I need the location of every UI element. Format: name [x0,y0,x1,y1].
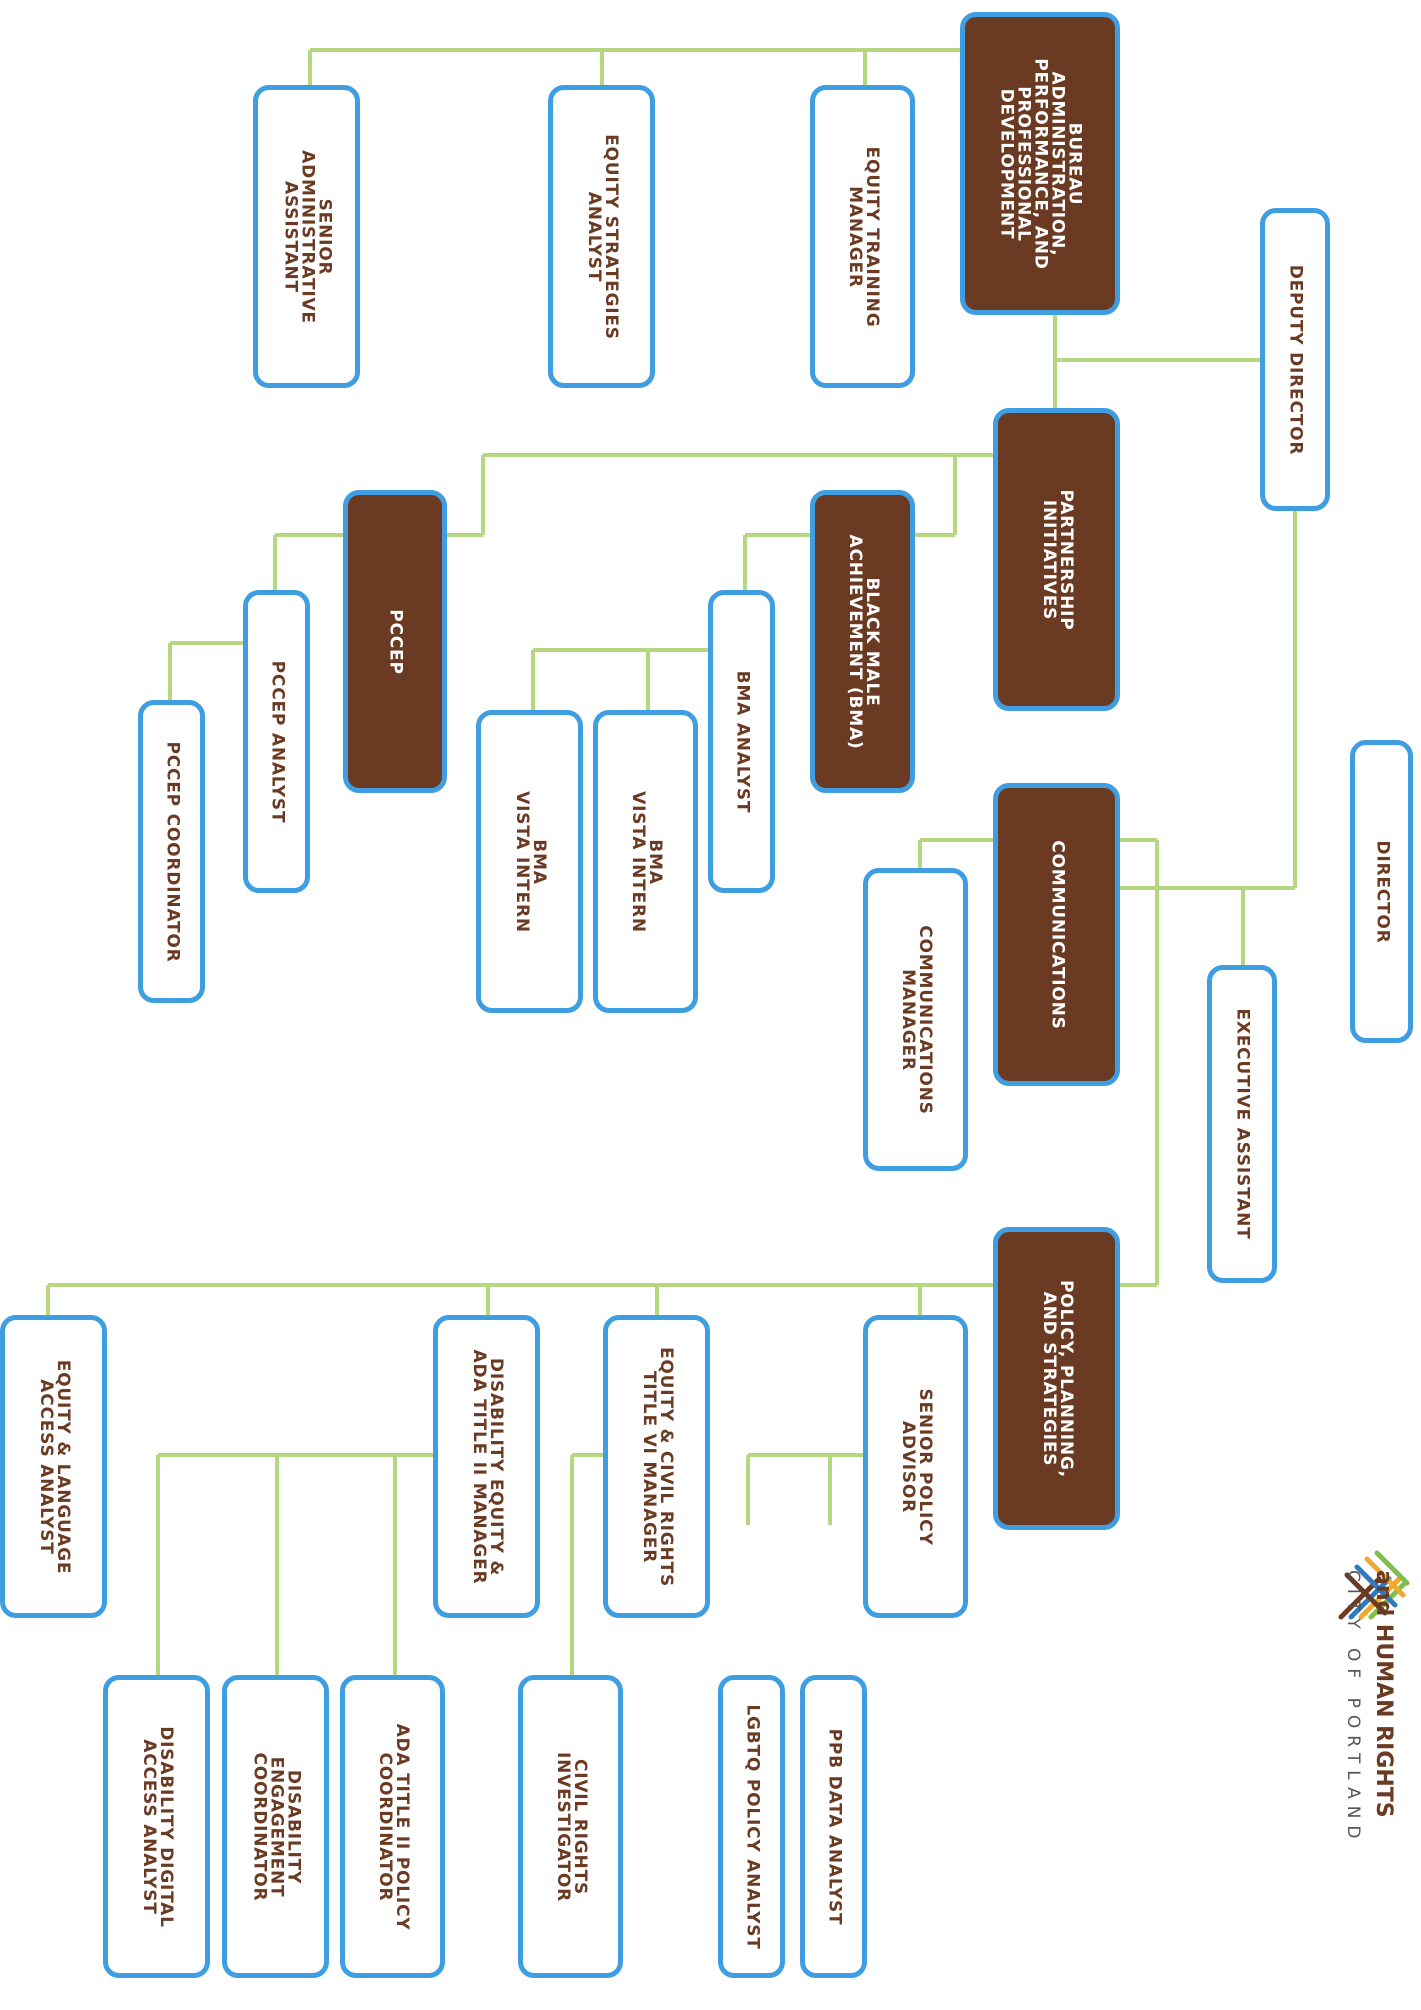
org-box-communications-manager[interactable]: COMMUNICATIONS MANAGER [863,868,968,1171]
org-box-disability-ada-manager-label: DISABILITY EQUITY & ADA TITLE II MANAGER [468,1349,506,1584]
org-box-ppb-data-analyst-label: PPB DATA ANALYST [824,1728,844,1925]
org-box-disability-ada-manager[interactable]: DISABILITY EQUITY & ADA TITLE II MANAGER [433,1315,540,1618]
org-box-senior-policy-advisor-label: SENIOR POLICY ADVISOR [897,1387,935,1546]
org-box-bma-analyst-label: BMA ANALYST [732,670,752,813]
org-box-pccep-label: PCCEP [385,608,406,675]
org-box-senior-administrative-assistant-label: SENIOR ADMINISTRATIVE ASSISTANT [280,149,334,324]
org-box-executive-assistant[interactable]: EXECUTIVE ASSISTANT [1207,965,1277,1283]
org-box-communications-label: COMMUNICATIONS [1047,839,1067,1030]
org-box-pccep-coordinator-label: PCCEP COORDINATOR [162,740,182,963]
org-box-equity-language-analyst-label: EQUITY & LANGUAGE ACCESS ANALYST [35,1359,73,1574]
org-box-policy-planning-strategies-label: POLICY, PLANNING, AND STRATEGIES [1038,1279,1076,1478]
org-box-pccep-analyst-label: PCCEP ANALYST [267,660,287,823]
org-box-ppb-data-analyst[interactable]: PPB DATA ANALYST [800,1675,867,1978]
org-box-executive-assistant-label: EXECUTIVE ASSISTANT [1232,1008,1253,1240]
org-box-equity-civil-rights-manager[interactable]: EQUITY & CIVIL RIGHTS TITLE VI MANAGER [603,1315,710,1618]
org-box-senior-policy-advisor[interactable]: SENIOR POLICY ADVISOR [863,1315,968,1618]
org-box-lgbtq-policy-analyst-label: LGBTQ POLICY ANALYST [742,1703,762,1950]
org-box-bureau-administration-label: BUREAU ADMINISTRATION, PERFORMANCE, AND … [996,57,1085,270]
org-box-deputy-director-label: DEPUTY DIRECTOR [1285,264,1306,455]
org-box-director-label: DIRECTOR [1372,839,1392,944]
org-box-deputy-director[interactable]: DEPUTY DIRECTOR [1260,208,1330,511]
org-box-bureau-administration[interactable]: BUREAU ADMINISTRATION, PERFORMANCE, AND … [960,12,1120,315]
org-box-bma-vista-intern-2[interactable]: BMA VISTA INTERN [476,710,583,1013]
org-box-bma-analyst[interactable]: BMA ANALYST [708,590,775,893]
org-box-policy-planning-strategies[interactable]: POLICY, PLANNING, AND STRATEGIES [993,1227,1120,1530]
org-box-disability-digital-analyst[interactable]: DISABILITY DIGITAL ACCESS ANALYST [103,1675,210,1978]
org-box-bma-vista-intern-2-label: BMA VISTA INTERN [511,790,549,933]
org-box-equity-training-manager[interactable]: EQUITY TRAINING MANAGER [810,85,915,388]
org-box-partnership-initiatives[interactable]: PARTNERSHIP INITIATIVES [993,408,1120,711]
org-box-disability-digital-analyst-label: DISABILITY DIGITAL ACCESS ANALYST [138,1725,176,1928]
org-box-civil-rights-investigator[interactable]: CIVIL RIGHTS INVESTIGATOR [518,1675,623,1978]
org-box-ada-policy-coordinator[interactable]: ADA TITLE II POLICY COORDINATOR [340,1675,445,1978]
org-box-equity-training-manager-label: EQUITY TRAINING MANAGER [844,146,882,327]
org-box-equity-language-analyst[interactable]: EQUITY & LANGUAGE ACCESS ANALYST [0,1315,107,1618]
org-box-lgbtq-policy-analyst[interactable]: LGBTQ POLICY ANALYST [718,1675,785,1978]
org-box-pccep-analyst[interactable]: PCCEP ANALYST [243,590,310,893]
org-box-pccep-coordinator[interactable]: PCCEP COORDINATOR [138,700,205,1003]
org-box-partnership-initiatives-label: PARTNERSHIP INITIATIVES [1038,489,1076,630]
org-box-ada-policy-coordinator-label: ADA TITLE II POLICY COORDINATOR [374,1723,412,1930]
org-box-senior-administrative-assistant[interactable]: SENIOR ADMINISTRATIVE ASSISTANT [253,85,360,388]
org-box-disability-engagement-coordinator[interactable]: DISABILITY ENGAGEMENT COORDINATOR [222,1675,329,1978]
org-box-equity-civil-rights-manager-label: EQUITY & CIVIL RIGHTS TITLE VI MANAGER [638,1346,676,1587]
org-box-black-male-achievement-label: BLACK MALE ACHIEVEMENT (BMA) [844,533,882,749]
org-box-equity-strategies-analyst[interactable]: EQUITY STRATEGIES ANALYST [548,85,655,388]
org-box-communications[interactable]: COMMUNICATIONS [993,783,1120,1086]
org-box-disability-engagement-coordinator-label: DISABILITY ENGAGEMENT COORDINATOR [249,1752,303,1901]
logo-subtitle: CITY OF PORTLAND [1343,1570,1363,1846]
org-box-equity-strategies-analyst-label: EQUITY STRATEGIES ANALYST [583,133,621,340]
org-box-civil-rights-investigator-label: CIVIL RIGHTS INVESTIGATOR [552,1751,590,1902]
woven-mark-icon [1338,1550,1410,1620]
logo-text-block: and HUMAN RIGHTS CITY OF PORTLAND [1325,1570,1421,2010]
org-box-black-male-achievement[interactable]: BLACK MALE ACHIEVEMENT (BMA) [810,490,915,793]
logo-title: and HUMAN RIGHTS [1371,1570,1396,1818]
org-box-pccep[interactable]: PCCEP [343,490,447,793]
org-box-bma-vista-intern-1[interactable]: BMA VISTA INTERN [593,710,698,1013]
org-box-communications-manager-label: COMMUNICATIONS MANAGER [897,924,935,1115]
org-box-director[interactable]: DIRECTOR [1350,740,1413,1043]
city-logo: and HUMAN RIGHTS CITY OF PORTLAND [1325,1545,1421,1985]
org-box-bma-vista-intern-1-label: BMA VISTA INTERN [627,790,665,933]
